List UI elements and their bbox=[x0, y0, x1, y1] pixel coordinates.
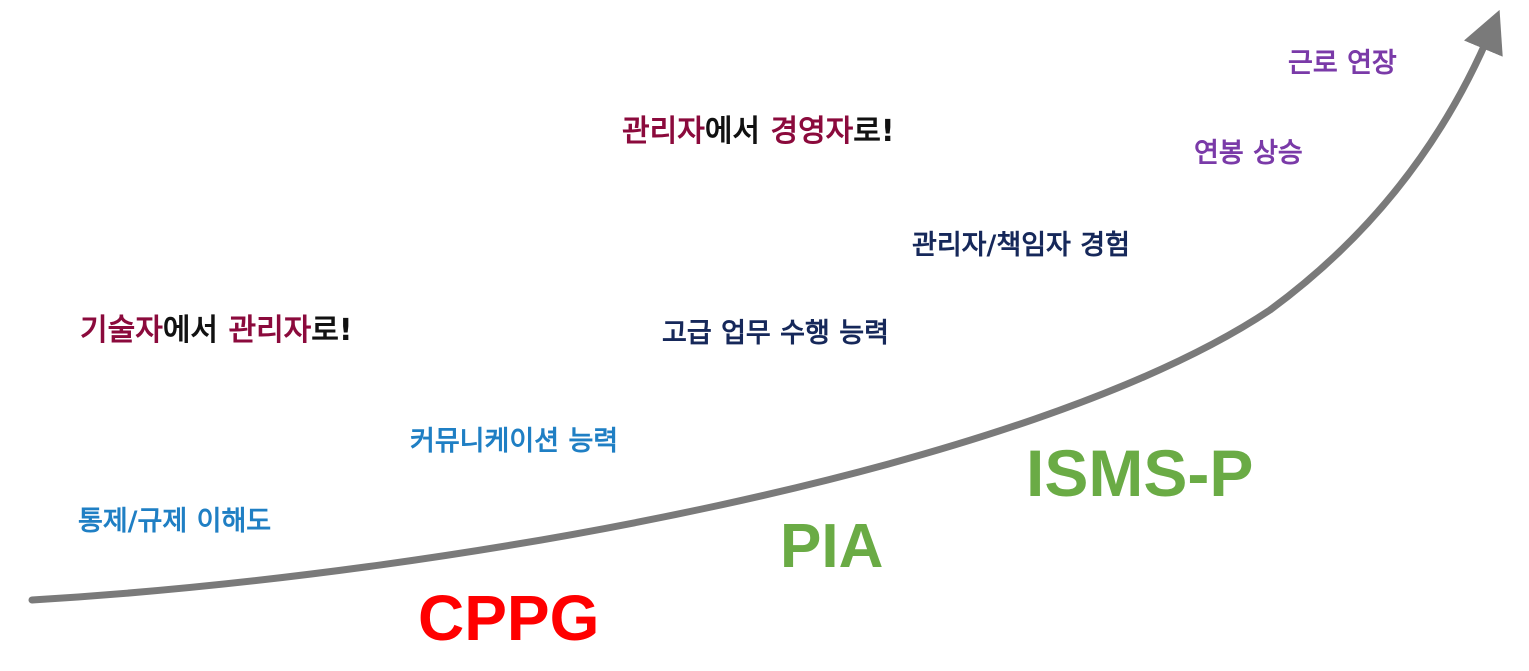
benefit-salary-increase: 연봉 상승 bbox=[1194, 138, 1303, 169]
benefit-career-extension: 근로 연장 bbox=[1288, 48, 1397, 79]
cert-pia: PIA bbox=[780, 512, 884, 581]
cert-isms-p: ISMS-P bbox=[1026, 436, 1254, 510]
career-step-1-mid: 에서 bbox=[162, 313, 229, 348]
career-step-1-end: 로! bbox=[311, 313, 353, 348]
career-step-engineer-to-manager: 기술자에서 관리자로! bbox=[80, 316, 353, 346]
career-step-1-to: 관리자 bbox=[228, 313, 312, 348]
career-step-2-from: 관리자 bbox=[622, 114, 705, 149]
skill-manager-experience: 관리자/책임자 경험 bbox=[912, 230, 1130, 261]
career-step-1-from: 기술자 bbox=[80, 313, 163, 348]
career-step-2-mid: 에서 bbox=[704, 114, 771, 149]
growth-curve-line bbox=[28, 9, 1503, 604]
skill-control-understanding: 통제/규제 이해도 bbox=[78, 506, 272, 537]
skill-communication: 커뮤니케이션 능력 bbox=[410, 426, 619, 457]
cert-cppg: CPPG bbox=[418, 582, 600, 654]
career-step-2-to: 경영자 bbox=[770, 114, 854, 149]
career-step-2-end: 로! bbox=[853, 114, 895, 149]
career-step-manager-to-executive: 관리자에서 경영자로! bbox=[622, 117, 895, 147]
skill-advanced-work: 고급 업무 수행 능력 bbox=[662, 318, 889, 349]
